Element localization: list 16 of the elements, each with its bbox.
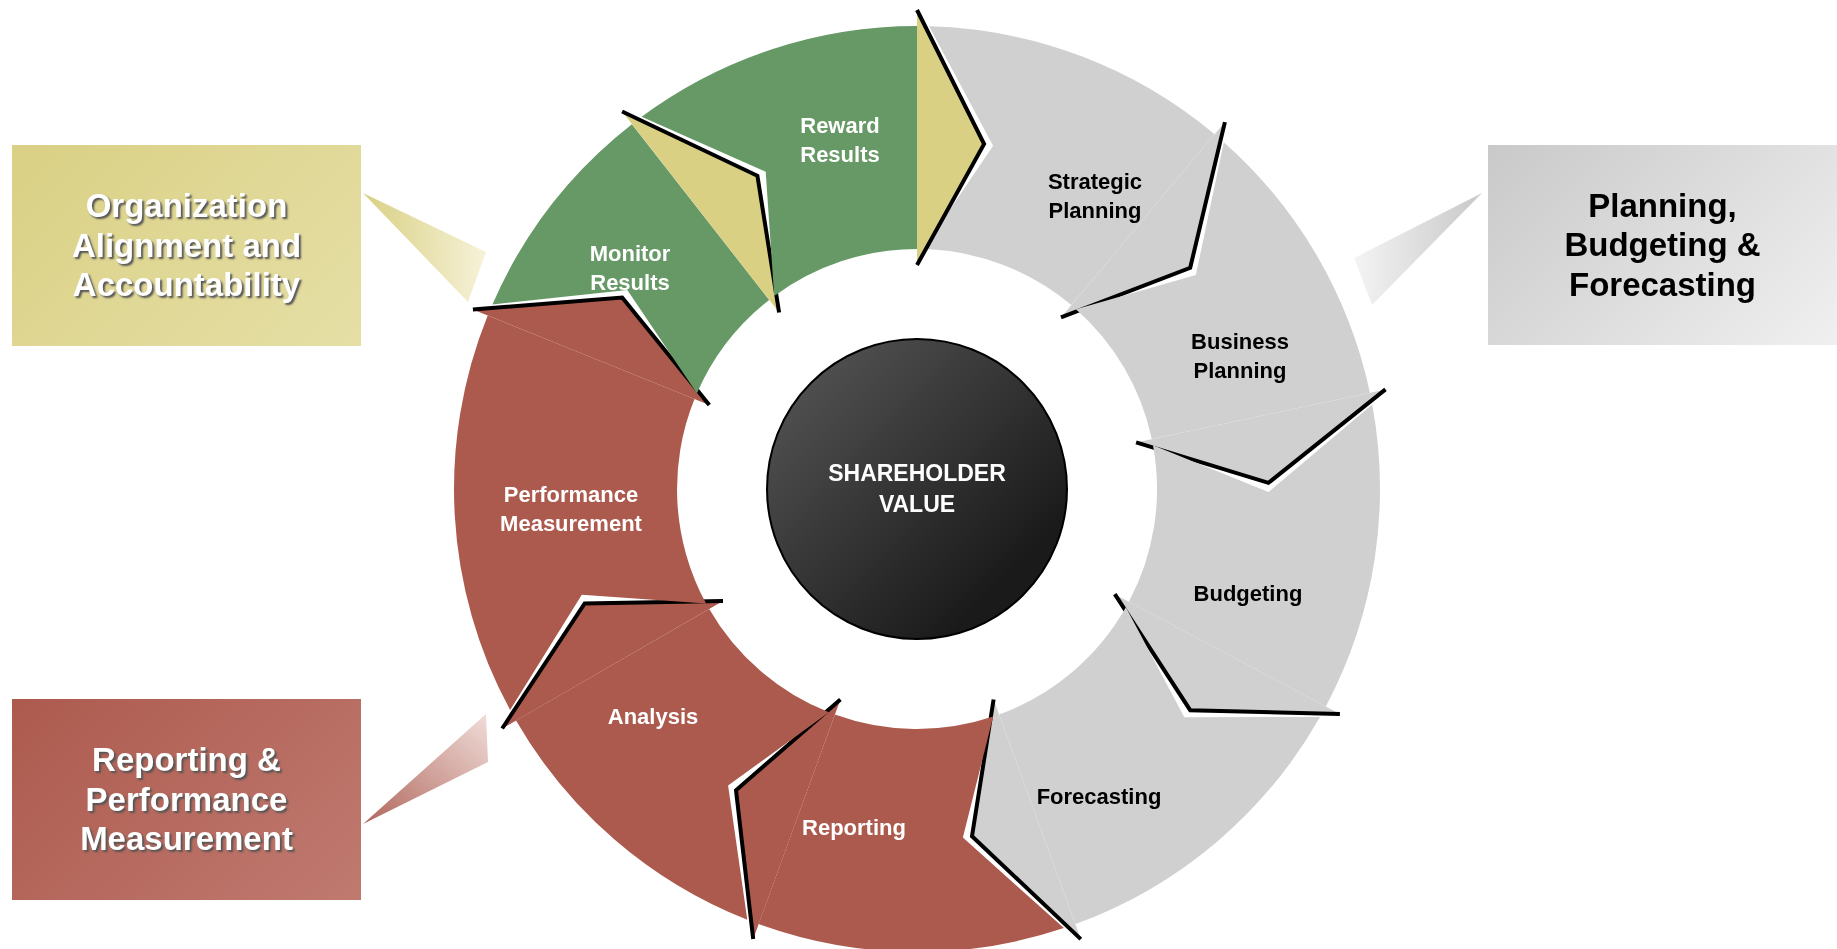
- callout-title: Planning, Budgeting & Forecasting: [1563, 185, 1762, 305]
- center-label: SHAREHOLDER VALUE: [827, 458, 1007, 519]
- segment-label: Analysis: [606, 702, 700, 731]
- segment-label: Forecasting: [1035, 782, 1163, 811]
- segment-label: Reporting: [801, 813, 907, 842]
- segment-label: Strategic Planning: [1046, 168, 1144, 225]
- callout-box: [1488, 145, 1837, 345]
- segment-label: Budgeting: [1192, 579, 1304, 608]
- segment-label: Performance Measurement: [499, 481, 643, 538]
- segment-label: Reward Results: [799, 112, 881, 169]
- callout-box: [12, 699, 361, 900]
- callout-box: [12, 145, 361, 346]
- callout-title: Organization Alignment and Accountability: [70, 186, 303, 305]
- segment-label: Monitor Results: [588, 240, 672, 297]
- callout-title: Reporting & Performance Measurement: [79, 740, 294, 859]
- segment-label: Business Planning: [1190, 328, 1290, 385]
